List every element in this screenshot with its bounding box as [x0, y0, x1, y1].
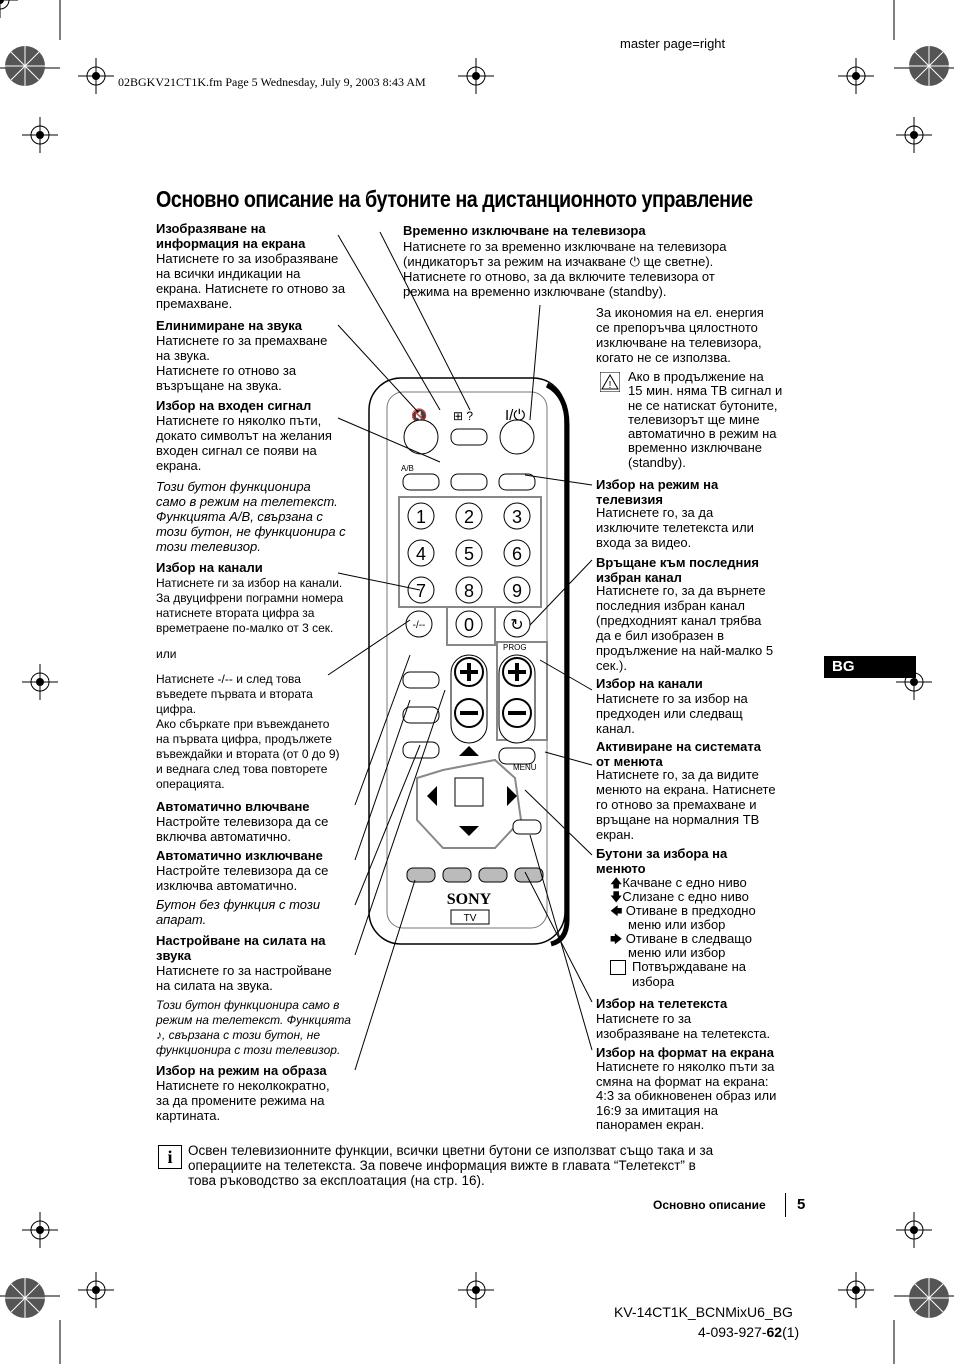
digit-4: 4 — [416, 544, 426, 564]
input-note: Този бутон функционира само в режим на т… — [156, 479, 346, 554]
svg-text:🔇: 🔇 — [411, 408, 427, 423]
digit-7: 7 — [416, 581, 426, 601]
part-number: 4-093-927-62(1) — [698, 1324, 800, 1340]
svg-text:↻: ↻ — [510, 617, 523, 634]
model-code: KV-14CT1K_BCNMixU6_BG — [614, 1304, 793, 1320]
display-info-body: Натиснете го за изобразяване на всички и… — [156, 251, 346, 311]
volume-note: Този бутон функционира само в режим на т… — [156, 998, 351, 1057]
digit-5: 5 — [464, 544, 474, 564]
prog-heading: Избор на канали — [596, 676, 703, 691]
footer-section: Основно описание — [653, 1198, 766, 1212]
power-label: I/⏻ — [505, 407, 525, 424]
file-info-line: 02BGKV21CT1K.fm Page 5 Wednesday, July 9… — [118, 75, 426, 89]
menu-heading: Активиране на системата от менюта — [596, 739, 761, 769]
standby-tip: За икономия на ел. енергия се препоръчва… — [596, 305, 764, 365]
input-heading: Избор на входен сигнал — [156, 398, 312, 413]
mute-body: Натиснете го за премахване на звука. Нат… — [156, 333, 328, 393]
auto-on-heading: Автоматично влючване — [156, 799, 310, 814]
last-channel-body: Натиснете го, за да върнете последния из… — [596, 583, 774, 673]
confirm-icon — [610, 960, 626, 976]
channels-heading: Избор на канали — [156, 560, 263, 575]
digit-3: 3 — [512, 507, 522, 527]
digit-9: 9 — [512, 581, 522, 601]
tv-mode-heading: Избор на режим на телевизия — [596, 477, 719, 507]
prog-label: PROG — [503, 643, 527, 652]
input-body: Натиснете го няколко пъти, докато символ… — [156, 413, 332, 473]
tv-label: TV — [464, 913, 477, 924]
arrow-down-icon: 🡇 — [610, 890, 623, 904]
volume-body: Натиснете го за настройване на силата на… — [156, 963, 332, 993]
digit-1: 1 — [416, 507, 426, 527]
list-item: 🡅Качване с едно ниво — [610, 875, 747, 891]
teletext-heading: Избор на телетекста — [596, 996, 728, 1011]
menu-select-list: 🡅Качване с едно ниво 🡇Слизане с едно нив… — [610, 876, 756, 989]
auto-off-note: Бутон без функция с този апарат. — [156, 897, 321, 927]
list-item: 🡆 Отиване в следващо меню или избор — [610, 931, 752, 960]
standby-warning: Ако в продължение на 15 мин. няма ТВ сиг… — [628, 369, 783, 470]
svg-text:⊞ ?: ⊞ ? — [453, 409, 473, 423]
digit-6: 6 — [512, 544, 522, 564]
dash-label: -/-- — [413, 620, 426, 631]
arrow-up-icon: 🡅 — [610, 876, 623, 890]
digit-2: 2 — [464, 507, 474, 527]
channels-body2: Натиснете -/-- и след това въведете първ… — [156, 672, 340, 791]
brand-logo: SONY — [447, 891, 492, 908]
format-heading: Избор на формат на екрана — [596, 1045, 774, 1060]
standby-heading: Временно изключване на телевизора — [403, 223, 646, 238]
picture-body: Натиснете го неколкократно, за да промен… — [156, 1078, 330, 1123]
display-info-heading: Изобразяване на информация на екрана — [156, 221, 306, 251]
remote-control-illustration: 🔇 ⊞ ? I/⏻ A/B 1 2 3 4 5 6 7 8 9 0 - — [368, 377, 570, 947]
footer-note: Освен телевизионните функции, всички цве… — [188, 1143, 714, 1188]
auto-on-body: Настройте телевизора да се включва автом… — [156, 814, 329, 844]
standby-body: Натиснете го за временно изключване на т… — [403, 239, 727, 299]
prog-body: Натиснете го за избор на предходен или с… — [596, 691, 748, 736]
auto-off-body: Настройте телевизора да се изключва авто… — [156, 863, 329, 893]
warning-icon: ! — [600, 372, 620, 392]
volume-heading: Настройване на силата на звука — [156, 933, 326, 963]
info-icon: i — [158, 1145, 182, 1169]
teletext-body: Натиснете го за изобразяване на телетекс… — [596, 1011, 771, 1041]
master-page-label: master page=right — [620, 36, 726, 51]
menu-label: MENU — [513, 763, 537, 772]
channels-body: Натиснете ги за избор на канали. За двуц… — [156, 576, 344, 635]
mute-heading: Елинимиране на звука — [156, 318, 303, 333]
format-body: Натиснете го няколко пъти за смяна на фо… — [596, 1059, 777, 1132]
menu-body: Натиснете го, за да видите менюто на екр… — [596, 767, 776, 842]
list-item: Потвърждаване на избора — [610, 959, 756, 989]
last-channel-heading: Връщане към последния избран канал — [596, 555, 759, 585]
language-tab: BG — [824, 656, 916, 678]
digit-8: 8 — [464, 581, 474, 601]
svg-text:!: ! — [609, 380, 612, 391]
auto-off-heading: Автоматично изключване — [156, 848, 323, 863]
arrow-left-icon: 🡄 — [610, 904, 626, 918]
tv-mode-body: Натиснете го, за да изключите телетекста… — [596, 505, 754, 550]
picture-heading: Избор на режим на образа — [156, 1063, 327, 1078]
page-number: 5 — [797, 1196, 806, 1213]
list-item: 🡇Слизане с едно ниво — [610, 889, 749, 905]
footer-divider — [785, 1193, 786, 1217]
ab-label: A/B — [401, 464, 414, 473]
arrow-right-icon: 🡆 — [610, 932, 626, 946]
channels-or: или — [156, 647, 177, 661]
digit-0: 0 — [464, 615, 474, 635]
list-item: 🡄 Отиване в предходно меню или избор — [610, 903, 756, 932]
page-title: Основно описание на бутоните на дистанци… — [156, 186, 753, 212]
menu-select-heading: Бутони за избора на менюто — [596, 846, 728, 876]
